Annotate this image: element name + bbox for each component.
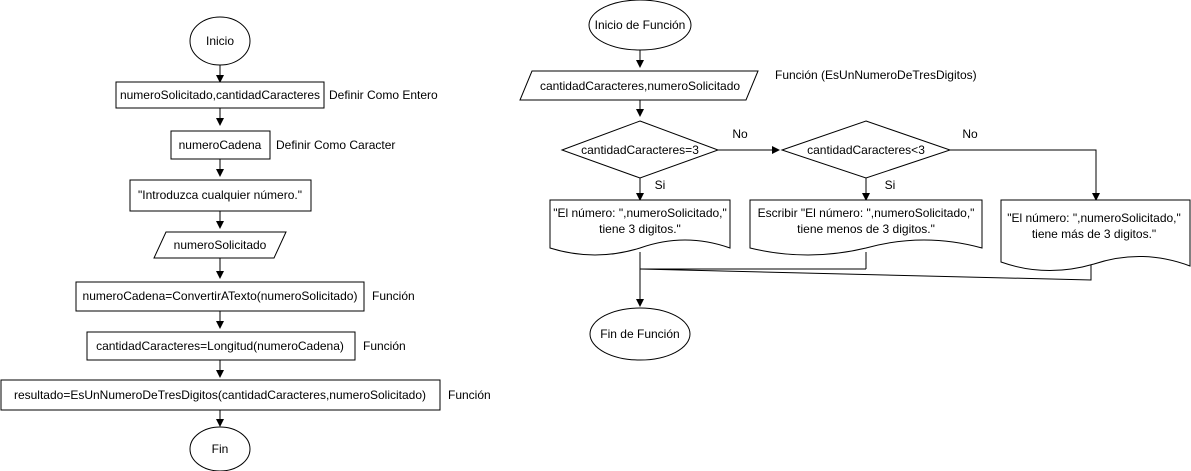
connector-decision2-no bbox=[950, 149, 1100, 201]
declare-int-label: numeroSolicitado,cantidadCaracteres bbox=[120, 88, 320, 102]
decision1-yes-label: Si bbox=[655, 178, 666, 192]
doc-less-line1: Escribir "El número: ",numeroSolicitado,… bbox=[758, 206, 975, 220]
doc-more-line2: tiene más de 3 digitos." bbox=[1032, 227, 1156, 241]
length-process bbox=[86, 331, 356, 361]
main-flowchart: Inicio numeroSolicitado,cantidadCaracter… bbox=[0, 16, 491, 471]
doc-more-line1: "El número: ",numeroSolicitado," bbox=[1007, 211, 1181, 225]
result-process bbox=[0, 379, 441, 411]
input-data-shape bbox=[153, 231, 287, 259]
doc-equal-line2: tiene 3 digitos." bbox=[599, 222, 681, 236]
end-label: Fin bbox=[212, 442, 229, 456]
decision-less-three bbox=[780, 120, 952, 179]
decision1-no-label: No bbox=[732, 127, 748, 141]
function-start-label: Inicio de Función bbox=[595, 18, 686, 32]
convert-process bbox=[75, 281, 365, 312]
decision2-yes-label: Si bbox=[885, 178, 896, 192]
connector-merge-right bbox=[639, 264, 1092, 281]
decision-equal-three bbox=[560, 120, 720, 179]
decision2-label: cantidadCaracteres<3 bbox=[807, 143, 925, 157]
prompt-label: "Introduzca cualquier número." bbox=[138, 188, 302, 202]
input-label: numeroSolicitado bbox=[174, 238, 267, 252]
document-more-three bbox=[1000, 199, 1191, 271]
document-equal-three bbox=[549, 199, 731, 256]
document-less-three bbox=[749, 199, 983, 256]
start-label: Inicio bbox=[206, 34, 234, 48]
length-note: Función bbox=[363, 339, 406, 353]
decision1-label: cantidadCaracteres=3 bbox=[581, 143, 699, 157]
declare-char-label: numeroCadena bbox=[179, 138, 262, 152]
declare-char-process bbox=[170, 130, 271, 160]
function-start-terminal bbox=[588, 0, 692, 51]
function-end-terminal bbox=[589, 307, 691, 361]
function-end-label: Fin de Función bbox=[600, 327, 679, 341]
declare-char-note: Definir Como Caracter bbox=[276, 138, 395, 152]
start-terminal bbox=[189, 16, 251, 66]
convert-note: Función bbox=[372, 289, 415, 303]
declare-int-process bbox=[115, 81, 325, 109]
params-data-shape bbox=[519, 70, 759, 101]
result-note: Función bbox=[448, 388, 491, 402]
doc-equal-line1: "El número: ",numeroSolicitado," bbox=[553, 206, 727, 220]
declare-int-note: Definir Como Entero bbox=[329, 88, 438, 102]
convert-label: numeroCadena=ConvertirATexto(numeroSolic… bbox=[83, 289, 358, 303]
prompt-process bbox=[129, 179, 312, 212]
doc-less-line2: tiene menos de 3 digitos." bbox=[797, 222, 935, 236]
end-terminal bbox=[189, 426, 251, 471]
result-label: resultado=EsUnNumeroDeTresDigitos(cantid… bbox=[14, 388, 426, 402]
function-note: Función (EsUnNumeroDeTresDigitos) bbox=[775, 68, 977, 82]
length-label: cantidadCaracteres=Longitud(numeroCadena… bbox=[96, 339, 344, 353]
decision2-no-label: No bbox=[962, 127, 978, 141]
function-flowchart: Inicio de Función cantidadCaracteres,num… bbox=[519, 0, 1191, 361]
params-label: cantidadCaracteres,numeroSolicitado bbox=[540, 79, 740, 93]
